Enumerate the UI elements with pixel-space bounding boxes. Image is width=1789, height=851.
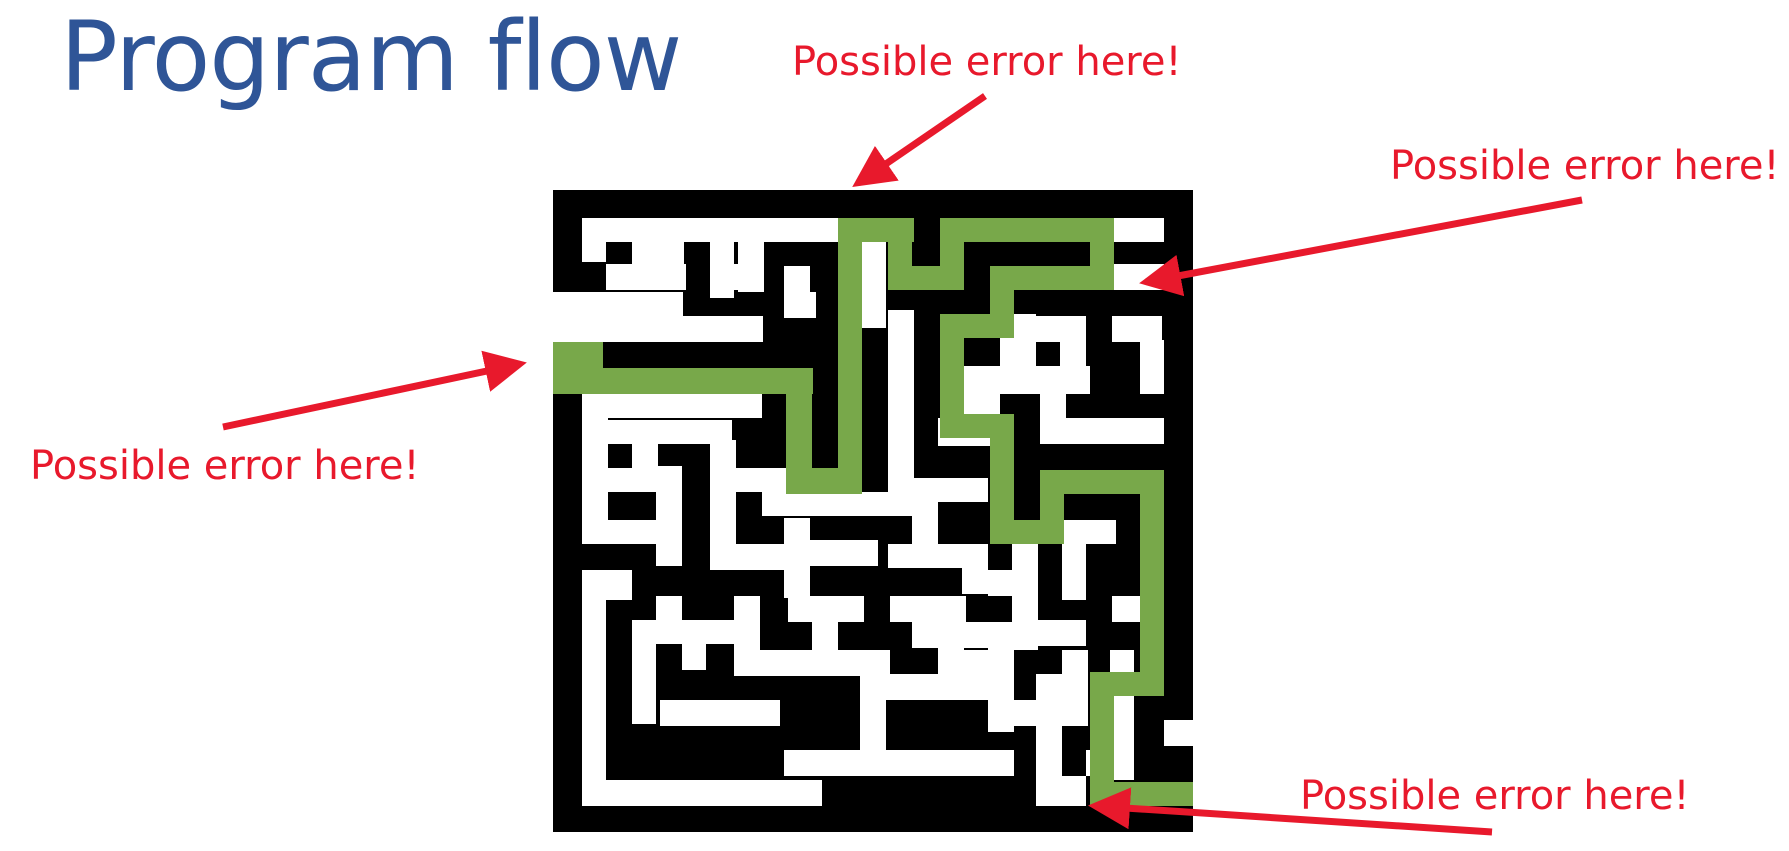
arrow-icon [1088, 787, 1493, 836]
solution-path [553, 218, 1193, 806]
error-callout-left: Possible error here! [30, 443, 420, 489]
maze-corridors [553, 218, 1193, 806]
arrow-icon [1139, 196, 1583, 297]
error-callout-right: Possible error here! [1390, 143, 1780, 189]
slide-title: Program flow [60, 1, 682, 113]
arrow-icon [222, 350, 527, 431]
error-callout-bottom: Possible error here! [1300, 773, 1690, 819]
error-callout-top: Possible error here! [792, 39, 1182, 85]
error-arrows [222, 93, 1583, 836]
arrow-icon [852, 93, 987, 187]
